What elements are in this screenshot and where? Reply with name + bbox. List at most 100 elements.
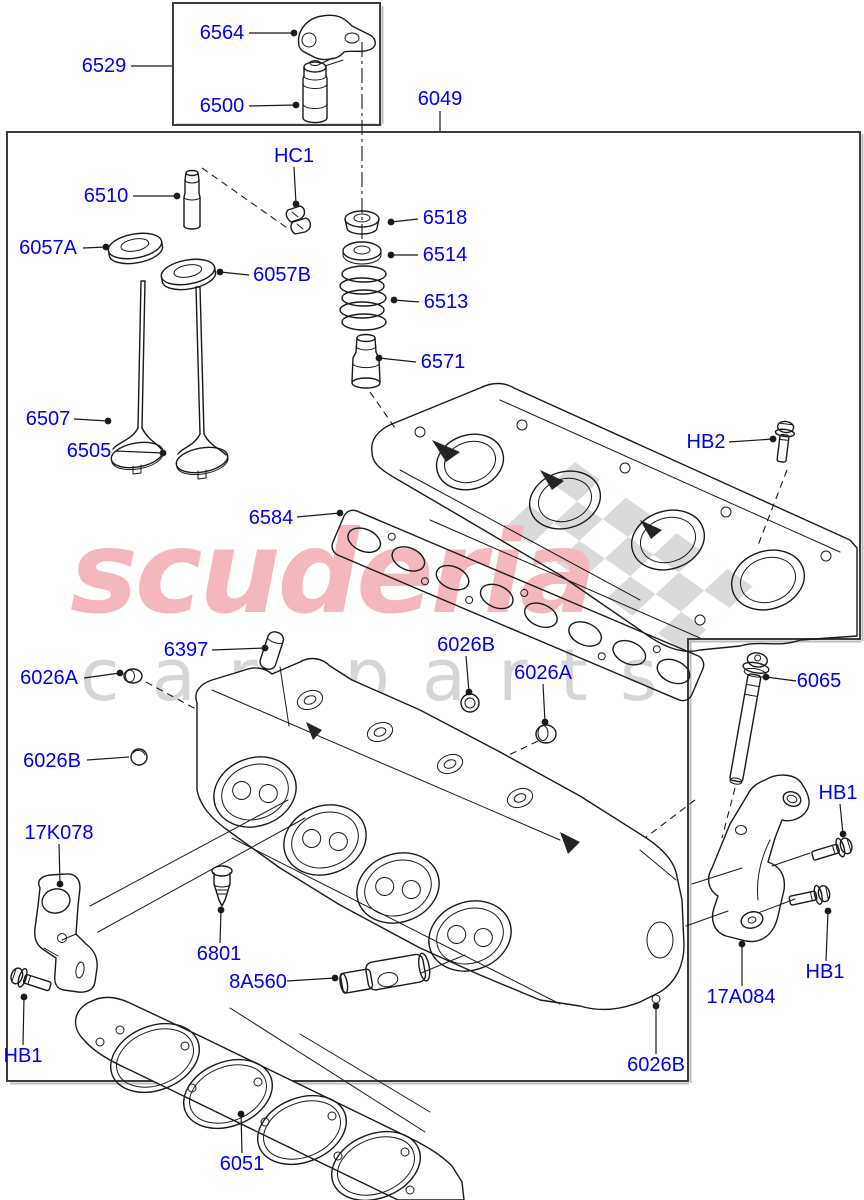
leader-dot-6571-11 <box>375 354 383 362</box>
leader-dot-hb1-23 <box>839 830 847 838</box>
temperature-sensor-drawing <box>211 865 233 907</box>
part-label-6529-1[interactable]: 6529 <box>81 55 127 77</box>
leader-dot-6397-16 <box>261 644 269 652</box>
leader-line-6518-8 <box>390 218 419 223</box>
connector-elbow-drawing <box>339 952 431 994</box>
leader-dot-6065-21 <box>762 673 770 681</box>
leader-line-6505-13 <box>114 450 164 454</box>
manifold-bolt-drawing <box>774 420 796 463</box>
core-plug-a-center-drawing <box>535 724 557 744</box>
spring-seat-b-drawing <box>160 258 217 291</box>
leader-line-6026b-18 <box>86 756 130 761</box>
part-label-6500-2[interactable]: 6500 <box>199 95 245 117</box>
valve-collets-drawing <box>285 205 312 235</box>
part-label-6564-0[interactable]: 6564 <box>199 22 245 44</box>
leader-dot-6513-10 <box>390 296 398 304</box>
part-label-6026b-18[interactable]: 6026B <box>23 750 81 772</box>
leader-dot-6057a-6 <box>102 243 110 251</box>
engine-mount-bracket-right-drawing <box>707 774 810 943</box>
assembly-pointer-lines <box>89 666 811 1133</box>
leader-dot-6500-2 <box>292 101 300 109</box>
cylinder-head-block <box>195 657 685 1011</box>
part-label-hb1-23[interactable]: HB1 <box>818 782 858 804</box>
part-label-6514-9[interactable]: 6514 <box>422 244 468 266</box>
part-label-6065-21[interactable]: 6065 <box>796 670 842 692</box>
leader-line-6026a-20 <box>542 683 546 723</box>
part-label-6513-10[interactable]: 6513 <box>423 291 469 313</box>
leader-dot-6026a-17 <box>116 669 124 677</box>
leader-dot-6051-30 <box>237 1110 245 1118</box>
leader-line-6057a-6 <box>82 246 107 249</box>
valve-guide-drawing <box>183 169 201 230</box>
inset-box-rocker <box>172 2 381 126</box>
part-label-6584-15[interactable]: 6584 <box>248 507 294 529</box>
part-label-6510-5[interactable]: 6510 <box>83 185 129 207</box>
main-diagram-frame <box>6 131 861 1082</box>
leader-dot-6801-27 <box>217 906 225 914</box>
leader-dot-hb2-14 <box>769 435 777 443</box>
leader-line-6057b-7 <box>219 271 250 276</box>
leader-line-hb1-26 <box>22 996 25 1046</box>
leader-dot-6507-12 <box>104 417 112 425</box>
part-label-hc1-4[interactable]: HC1 <box>273 145 315 167</box>
part-label-6051-30[interactable]: 6051 <box>219 1153 265 1175</box>
leader-dot-6518-8 <box>387 218 395 226</box>
part-label-17a084-25[interactable]: 17A084 <box>706 986 776 1008</box>
part-label-6026b-19[interactable]: 6026B <box>437 634 495 656</box>
leader-dot-hb1-26 <box>20 993 28 1001</box>
cylinder-head-upper-casting <box>371 382 858 652</box>
leader-dot-17a084-25 <box>738 940 746 948</box>
part-label-6518-8[interactable]: 6518 <box>422 207 468 229</box>
part-label-6505-13[interactable]: 6505 <box>66 440 112 462</box>
part-label-6571-11[interactable]: 6571 <box>420 351 466 373</box>
leader-dot-6026b-19 <box>465 688 473 696</box>
leader-line-6026a-17 <box>83 672 121 679</box>
part-label-8a560-28[interactable]: 8A560 <box>229 971 287 993</box>
watermark-brand: scuderia <box>70 506 594 639</box>
valve-stem-seal-drawing <box>351 333 381 389</box>
part-label-6026b-29[interactable]: 6026B <box>627 1054 685 1076</box>
part-label-6026a-17[interactable]: 6026A <box>20 667 78 689</box>
leader-line-6026b-19 <box>465 655 470 693</box>
core-plug-b-bottom-drawing <box>651 994 661 1004</box>
part-label-hb2-14[interactable]: HB2 <box>686 431 726 453</box>
part-label-17k078-22[interactable]: 17K078 <box>24 822 94 844</box>
frame-borders <box>6 2 864 1085</box>
part-label-6026a-20[interactable]: 6026A <box>514 662 572 684</box>
leader-line-6397-16 <box>211 647 266 651</box>
leader-line-hb2-14 <box>728 438 774 443</box>
leader-line-6065-21 <box>765 676 797 682</box>
head-bolt-drawing <box>729 652 770 785</box>
leader-dot-6505-13 <box>159 449 167 457</box>
spring-retainer-drawing <box>344 210 380 235</box>
leader-dot-hb1-24 <box>824 907 832 915</box>
part-label-hb1-26[interactable]: HB1 <box>3 1045 43 1067</box>
leader-dot-6057b-7 <box>216 268 224 276</box>
leader-dot-6564-0 <box>290 29 298 37</box>
bracket-bolt-left-drawing <box>10 967 52 992</box>
leader-dot-8a560-28 <box>331 974 339 982</box>
rocker-arm-drawing <box>297 14 376 67</box>
part-label-6057a-6[interactable]: 6057A <box>19 237 77 259</box>
spring-seat-a-drawing <box>107 232 164 265</box>
part-label-6057b-7[interactable]: 6057B <box>253 264 311 286</box>
leader-line-hb1-23 <box>839 803 844 835</box>
leader-dot-hc1-4 <box>292 200 300 208</box>
leader-line-6500-2 <box>248 104 297 107</box>
leader-line-hc1-4 <box>293 166 297 205</box>
part-label-6507-12[interactable]: 6507 <box>25 408 71 430</box>
part-label-hb1-24[interactable]: HB1 <box>805 961 845 983</box>
leader-line-6571-11 <box>378 357 417 363</box>
part-label-6397-16[interactable]: 6397 <box>163 639 209 661</box>
leader-dot-17k078-22 <box>56 880 64 888</box>
bracket-bolt-right-top-drawing <box>811 837 853 861</box>
leader-dot-6514-9 <box>387 251 395 259</box>
leader-dot-6584-15 <box>336 509 344 517</box>
core-plug-b-left-drawing <box>130 748 148 766</box>
valve-spring-drawing <box>339 265 387 331</box>
part-label-6801-27[interactable]: 6801 <box>196 943 242 965</box>
bracket-bolt-right-bottom-drawing <box>788 884 831 906</box>
part-label-6049-3[interactable]: 6049 <box>417 88 463 110</box>
leader-dot-6510-5 <box>173 192 181 200</box>
